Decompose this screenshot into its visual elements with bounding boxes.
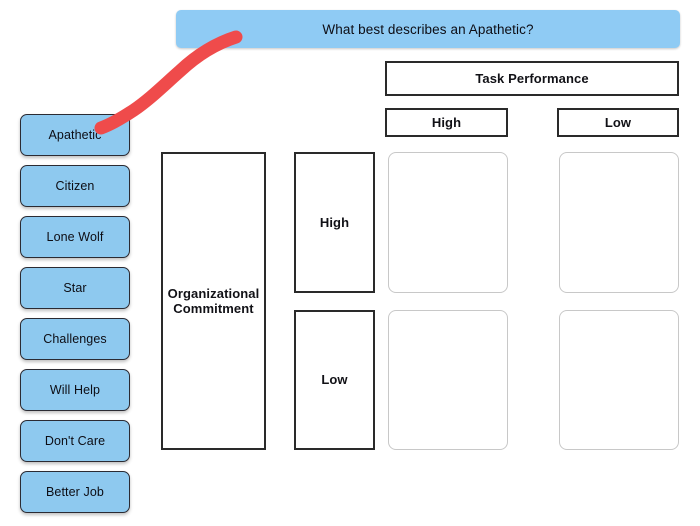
choice-button-lone-wolf[interactable]: Lone Wolf [20,216,130,258]
choice-label: Star [63,281,87,295]
drop-cell-commitment-low-performance-low[interactable] [559,310,679,450]
row-header-label: Low [321,372,348,388]
drop-cell-commitment-high-performance-low[interactable] [559,152,679,293]
column-header-label: Low [604,114,632,130]
row-header-high: High [294,152,375,293]
choice-button-will-help[interactable]: Will Help [20,369,130,411]
choice-button-citizen[interactable]: Citizen [20,165,130,207]
drop-cell-commitment-low-performance-high[interactable] [388,310,508,450]
row-header-low: Low [294,310,375,450]
row-group-header-line1: Organizational [167,285,260,301]
choice-label: Better Job [46,485,104,499]
choice-button-dont-care[interactable]: Don't Care [20,420,130,462]
choice-button-challenges[interactable]: Challenges [20,318,130,360]
column-header-low: Low [557,108,679,137]
column-header-label: High [431,114,462,130]
choice-label: Lone Wolf [46,230,104,244]
question-text: What best describes an Apathetic? [322,21,534,37]
drop-cell-commitment-high-performance-high[interactable] [388,152,508,293]
choice-label: Will Help [49,383,101,397]
choice-button-apathetic[interactable]: Apathetic [20,114,130,156]
row-header-label: High [319,214,350,230]
column-header-high: High [385,108,508,137]
choice-label: Challenges [43,332,107,346]
choice-button-star[interactable]: Star [20,267,130,309]
column-group-header-label: Task Performance [475,70,589,86]
choice-label: Don't Care [44,434,106,448]
choice-button-better-job[interactable]: Better Job [20,471,130,513]
column-group-header-task-performance: Task Performance [385,61,679,96]
choice-label: Apathetic [48,128,102,142]
question-banner: What best describes an Apathetic? [176,10,680,48]
choice-label: Citizen [55,179,95,193]
row-group-header-line2: Commitment [173,301,254,316]
